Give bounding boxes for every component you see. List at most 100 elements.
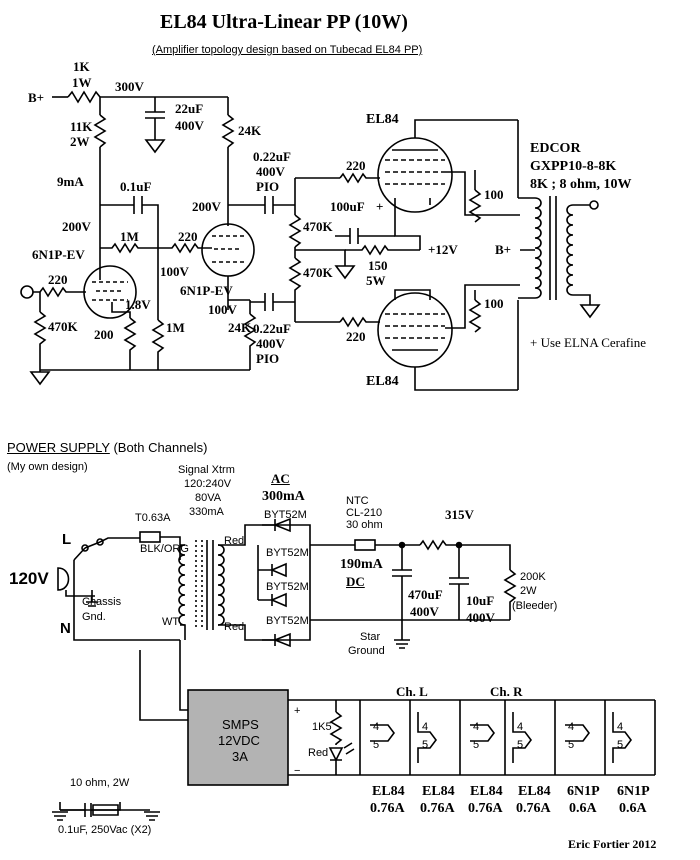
red-wire-2: Red bbox=[224, 621, 245, 633]
r24k-bot-label: 24K bbox=[228, 320, 252, 335]
pin-5: 5 bbox=[373, 739, 380, 751]
amplifier-schematic bbox=[20, 90, 601, 391]
heater-tube: EL84 bbox=[470, 784, 503, 799]
r1k5-label: 1K5 bbox=[312, 721, 332, 733]
diode-3: BYT52M bbox=[266, 581, 309, 593]
r200-label: 200 bbox=[94, 327, 114, 342]
v300-label: 300V bbox=[115, 79, 144, 94]
smps-plus: + bbox=[294, 705, 301, 717]
c10v-label: 400V bbox=[466, 610, 495, 625]
r1m-b-label: 1M bbox=[166, 320, 185, 335]
heater-tube: EL84 bbox=[518, 784, 551, 799]
ps-my-design: (My own design) bbox=[7, 461, 88, 473]
r470k-b-label: 470K bbox=[303, 265, 333, 280]
dc-current-label: 190mA bbox=[340, 557, 383, 572]
heater-tube: 6N1P bbox=[617, 784, 650, 799]
heater-current: 0.76A bbox=[516, 801, 551, 816]
r1m-a-label: 1M bbox=[120, 229, 139, 244]
pin-4: 4 bbox=[517, 721, 524, 733]
c470-label: 470uF bbox=[408, 587, 443, 602]
r100-b-label: 100 bbox=[484, 296, 504, 311]
cc-bot-2: 400V bbox=[256, 336, 285, 351]
smps-minus: − bbox=[294, 765, 301, 777]
snubber-c-label: 0.1uF, 250Vac (X2) bbox=[58, 824, 152, 836]
r150-label: 150 bbox=[368, 258, 388, 273]
heater-tube: 6N1P bbox=[567, 784, 600, 799]
v100-right-label: 100V bbox=[208, 302, 237, 317]
wt-wire: WT bbox=[162, 616, 180, 628]
r11kw-label: 2W bbox=[70, 134, 90, 149]
xfmr-line-1: Signal Xtrm bbox=[178, 464, 235, 476]
cc-bot-1: 0.22uF bbox=[253, 321, 291, 336]
ps-heading: POWER SUPPLY (Both Channels) bbox=[7, 441, 207, 454]
ot-line-1: EDCOR bbox=[530, 141, 581, 156]
amp-bplus-label: B+ bbox=[28, 90, 45, 105]
r220-mid-label: 220 bbox=[178, 229, 198, 244]
el84-bot-label: EL84 bbox=[366, 374, 399, 389]
v100-mid-label: 100V bbox=[160, 264, 189, 279]
pin-5: 5 bbox=[568, 739, 575, 751]
heater-current: 0.6A bbox=[619, 801, 647, 816]
cc-bot-3: PIO bbox=[256, 351, 280, 366]
snubber-r-label: 10 ohm, 2W bbox=[70, 777, 130, 789]
c10-label: 10uF bbox=[466, 593, 495, 608]
pin-4: 4 bbox=[617, 721, 624, 733]
heater-tube: EL84 bbox=[422, 784, 455, 799]
ntc-line-3: 30 ohm bbox=[346, 519, 383, 531]
c100-plus: + bbox=[376, 199, 384, 214]
diode-2: BYT52M bbox=[266, 547, 309, 559]
xfmr-line-4: 330mA bbox=[189, 506, 224, 518]
author-credit: Eric Fortier 2012 bbox=[568, 837, 657, 851]
v1-8-label: 1.8V bbox=[125, 297, 151, 312]
led-label: Red bbox=[308, 747, 329, 759]
red-wire-1: Red bbox=[224, 535, 245, 547]
star-2: Ground bbox=[348, 645, 385, 657]
c470v-label: 400V bbox=[410, 604, 439, 619]
v200-right-label: 200V bbox=[192, 199, 221, 214]
tube-6n1p-b-label: 6N1P-EV bbox=[180, 283, 233, 298]
r200k-label: 200K bbox=[520, 571, 546, 583]
page-title: EL84 Ultra-Linear PP (10W) bbox=[160, 11, 408, 33]
r150w-label: 5W bbox=[366, 273, 386, 288]
r220-g2-label: 220 bbox=[346, 329, 366, 344]
heater-current: 0.76A bbox=[370, 801, 405, 816]
line-n: N bbox=[60, 620, 71, 637]
c100-label: 100uF bbox=[330, 199, 365, 214]
blk-org-label: BLK/ORG bbox=[140, 543, 189, 555]
subtitle: (Amplifier topology design based on Tube… bbox=[152, 44, 423, 56]
r11k-label: 11K bbox=[70, 119, 93, 134]
c22v-label: 400V bbox=[175, 118, 204, 133]
current-9ma-label: 9mA bbox=[57, 174, 84, 189]
c22-label: 22uF bbox=[175, 101, 204, 116]
v200-left-label: 200V bbox=[62, 219, 91, 234]
elna-note: + Use ELNA Cerafine bbox=[530, 335, 646, 350]
ntc-line-2: CL-210 bbox=[346, 507, 383, 519]
ps-heading-sub: (Both Channels) bbox=[113, 440, 208, 455]
tube-6n1p-a-label: 6N1P-EV bbox=[32, 247, 85, 262]
chassis-2: Gnd. bbox=[82, 611, 106, 623]
smps-line-3: 3A bbox=[232, 749, 248, 764]
r220-in-label: 220 bbox=[48, 272, 68, 287]
r220-g1-label: 220 bbox=[346, 158, 366, 173]
bleeder-label: (Bleeder) bbox=[512, 600, 558, 612]
ac-current-label: 300mA bbox=[262, 489, 305, 504]
power-supply-schematic bbox=[52, 517, 656, 821]
smps-line-1: SMPS bbox=[222, 717, 259, 732]
star-1: Star bbox=[360, 631, 381, 643]
cc-top-2: 400V bbox=[256, 164, 285, 179]
pin-4: 4 bbox=[422, 721, 429, 733]
chassis-1: Chassis bbox=[82, 596, 122, 608]
ot-line-3: 8K ; 8 ohm, 10W bbox=[530, 177, 632, 192]
el84-top-label: EL84 bbox=[366, 112, 399, 127]
heater-current: 0.6A bbox=[569, 801, 597, 816]
ch-l-label: Ch. L bbox=[396, 684, 428, 699]
ntc-line-1: NTC bbox=[346, 495, 369, 507]
ac-label: AC bbox=[271, 471, 290, 486]
v12-label: +12V bbox=[428, 242, 458, 257]
pin-4: 4 bbox=[373, 721, 380, 733]
diode-4: BYT52M bbox=[266, 615, 309, 627]
pin-5: 5 bbox=[422, 739, 429, 751]
cc-top-1: 0.22uF bbox=[253, 149, 291, 164]
pin-5: 5 bbox=[473, 739, 480, 751]
